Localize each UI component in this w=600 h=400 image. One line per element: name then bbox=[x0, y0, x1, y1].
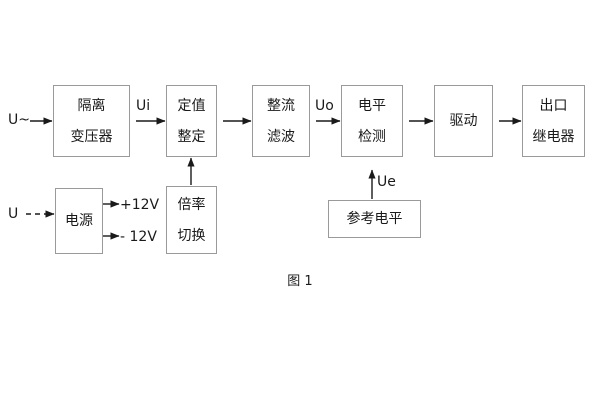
block-isolation-transformer: 隔离变压器 bbox=[53, 85, 130, 157]
label-input-ac-voltage: U~ bbox=[8, 112, 30, 128]
block-level-detection-line: 检测 bbox=[358, 128, 386, 145]
label-input-dc-voltage: U bbox=[8, 206, 19, 222]
block-output-relay-line: 出口 bbox=[539, 97, 568, 114]
block-reference-level-line: 参考电平 bbox=[346, 211, 403, 227]
label-supply-negative: - 12V bbox=[120, 229, 157, 245]
block-rectify-filter-line: 整流 bbox=[267, 97, 295, 114]
block-rectify-filter: 整流滤波 bbox=[252, 85, 310, 157]
block-output-relay-line: 继电器 bbox=[532, 128, 575, 145]
block-level-detection: 电平检测 bbox=[341, 85, 403, 157]
block-isolation-transformer-line: 隔离 bbox=[77, 97, 106, 114]
block-isolation-transformer-line: 变压器 bbox=[70, 128, 113, 145]
figure-caption: 图 1 bbox=[287, 274, 313, 289]
block-drive: 驱动 bbox=[434, 85, 493, 157]
block-setting-value-line: 定值 bbox=[177, 97, 206, 114]
label-signal-ui: Ui bbox=[136, 98, 151, 114]
block-setting-value: 定值整定 bbox=[166, 85, 217, 157]
block-reference-level: 参考电平 bbox=[328, 200, 421, 238]
label-signal-uo: Uo bbox=[315, 98, 334, 114]
block-ratio-switch-line: 倍率 bbox=[177, 196, 206, 213]
block-power-supply: 电源 bbox=[55, 188, 103, 254]
block-output-relay: 出口继电器 bbox=[522, 85, 585, 157]
block-ratio-switch: 倍率切换 bbox=[166, 186, 217, 254]
block-drive-line: 驱动 bbox=[449, 113, 478, 129]
block-setting-value-line: 整定 bbox=[177, 128, 206, 145]
block-ratio-switch-line: 切换 bbox=[177, 227, 206, 244]
label-supply-positive: +12V bbox=[120, 197, 160, 213]
block-rectify-filter-line: 滤波 bbox=[267, 128, 295, 145]
label-signal-ue: Ue bbox=[377, 174, 396, 190]
block-power-supply-line: 电源 bbox=[65, 213, 93, 229]
block-level-detection-line: 电平 bbox=[358, 97, 386, 114]
